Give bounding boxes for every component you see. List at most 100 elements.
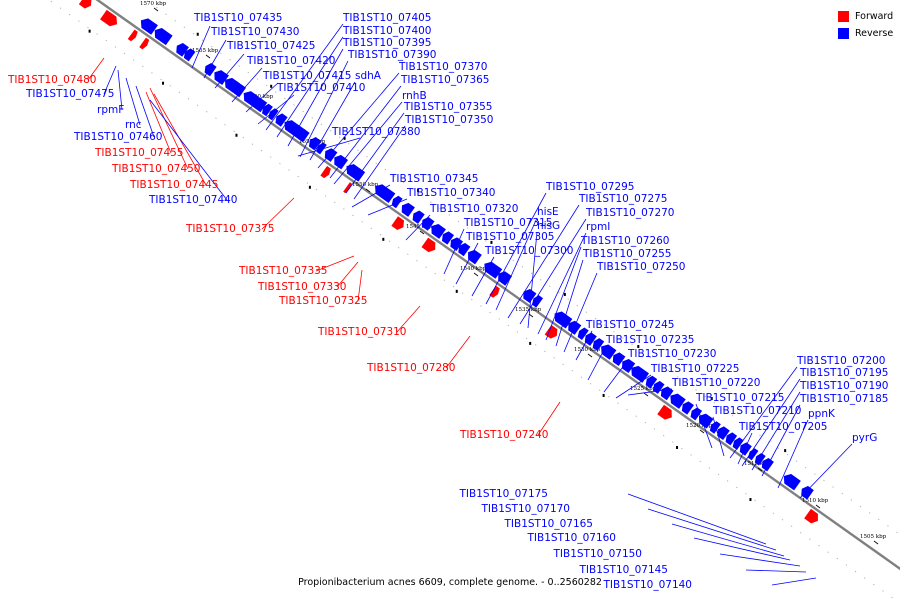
- gene-label: TIB1ST10_07255: [582, 248, 672, 260]
- leader-line: [647, 508, 777, 551]
- gene-label: TIB1ST10_07340: [406, 187, 496, 199]
- scale-tick-label: 1540 kbp: [460, 266, 487, 272]
- reverse-gene-feature: [652, 380, 665, 394]
- leader-line: [103, 65, 117, 95]
- reverse-gene-feature: [612, 352, 626, 367]
- leader-line: [575, 330, 593, 361]
- gene-label: TIB1ST10_07210: [712, 405, 802, 417]
- leader-line: [336, 261, 359, 288]
- scale-tick-label: 1560 kbp: [247, 94, 274, 100]
- gene-label: TIB1ST10_07420: [246, 55, 336, 67]
- leader-line: [485, 192, 547, 305]
- gene-label: TIB1ST10_07405: [342, 12, 432, 24]
- gene-label: TIB1ST10_07195: [799, 367, 889, 379]
- forward-gene-feature: [804, 508, 818, 524]
- reverse-gene-feature: [252, 97, 268, 113]
- leader-line: [537, 232, 587, 335]
- gene-label: sdhA: [355, 70, 382, 82]
- gene-label: rnhB: [402, 90, 427, 102]
- scale-tick-mark: [205, 54, 211, 59]
- leader-line: [353, 125, 406, 200]
- gene-label: TIB1ST10_07140: [603, 579, 693, 591]
- gene-labels: TIB1ST10_07435TIB1ST10_07430TIB1ST10_074…: [7, 12, 889, 591]
- gene-label: TIB1ST10_07395: [342, 37, 432, 49]
- gene-label: TIB1ST10_07480: [7, 74, 97, 86]
- gene-label: TIB1ST10_07330: [257, 281, 347, 293]
- reverse-gene-feature: [391, 195, 403, 209]
- gene-label: pyrG: [852, 432, 877, 444]
- gene-label: TIB1ST10_07375: [185, 223, 275, 235]
- leader-line: [317, 72, 400, 169]
- gene-label: TIB1ST10_07220: [671, 377, 761, 389]
- leader-line: [351, 184, 391, 208]
- reverse-gene-feature: [670, 393, 686, 409]
- gene-label: TIB1ST10_07270: [585, 207, 675, 219]
- leader-line: [712, 416, 725, 457]
- reverse-gene-feature: [458, 242, 471, 257]
- gene-label: TIB1ST10_07320: [429, 203, 519, 215]
- reverse-gene-feature: [176, 43, 189, 57]
- scale-tick-mark: [643, 392, 649, 397]
- scale-tick-mark: [153, 7, 159, 12]
- scale-tick-label: 1510 kbp: [802, 498, 829, 504]
- gene-label: TIB1ST10_07430: [210, 26, 300, 38]
- reverse-gene-feature: [140, 18, 158, 35]
- scale-tick-mark: [699, 429, 705, 434]
- reverse-gene-feature: [441, 231, 455, 245]
- forward-gene-feature: [489, 285, 500, 298]
- guide-mark: [749, 498, 752, 502]
- leader-line: [603, 359, 629, 393]
- leader-line: [495, 217, 538, 311]
- gene-label: TIB1ST10_07345: [389, 173, 479, 185]
- gene-label: TIB1ST10_07250: [596, 261, 686, 273]
- reverse-gene-feature: [592, 338, 605, 352]
- forward-gene-feature: [139, 37, 150, 50]
- gene-label: TIB1ST10_07310: [317, 326, 407, 338]
- leader-line: [443, 228, 465, 275]
- leader-line: [527, 231, 538, 329]
- guide-mark: [710, 397, 713, 401]
- scale-tick-mark: [587, 353, 593, 358]
- leader-line: [627, 388, 673, 396]
- scale-tick-label: 1530 kbp: [574, 347, 601, 353]
- leader-line: [693, 537, 791, 561]
- reverse-gene-feature: [709, 421, 721, 434]
- scale-tick-label: 1550 kbp: [352, 182, 379, 188]
- reverse-gene-feature: [577, 327, 589, 341]
- leader-line: [297, 137, 361, 157]
- gene-label: hisE: [537, 206, 559, 218]
- reverse-gene-feature: [261, 103, 273, 117]
- gene-label: TIB1ST10_07295: [545, 181, 635, 193]
- leader-line: [445, 335, 471, 369]
- reverse-gene-feature: [717, 426, 730, 441]
- leader-line: [737, 432, 753, 465]
- forward-gene-feature: [391, 216, 405, 230]
- reverse-gene-feature: [297, 129, 310, 143]
- guide-mark: [637, 344, 640, 348]
- gene-label: TIB1ST10_07230: [627, 348, 717, 360]
- genome-backbone: [95, 0, 900, 571]
- leader-line: [627, 493, 767, 545]
- gene-label: TIB1ST10_07450: [111, 163, 201, 175]
- forward-gene-feature: [100, 9, 118, 27]
- gene-label: TIB1ST10_07355: [403, 101, 493, 113]
- gene-label: TIB1ST10_07160: [527, 532, 617, 544]
- reverse-gene-feature: [450, 237, 464, 252]
- leader-line: [145, 91, 172, 154]
- leader-line: [333, 101, 403, 185]
- scale-tick-mark: [473, 272, 479, 277]
- leader-line: [299, 60, 349, 158]
- reverse-gene-feature: [725, 432, 738, 446]
- reverse-gene-feature: [621, 358, 636, 374]
- gene-label: TIB1ST10_07365: [400, 74, 490, 86]
- scale-tick-mark: [757, 467, 763, 472]
- leader-line: [455, 242, 479, 285]
- reverse-gene-feature: [531, 295, 544, 308]
- gene-label: TIB1ST10_07145: [579, 564, 669, 576]
- gene-label: TIB1ST10_07335: [238, 265, 328, 277]
- leader-line: [761, 404, 801, 477]
- gene-label: TIB1ST10_07200: [796, 355, 886, 367]
- gene-label: TIB1ST10_07245: [585, 319, 675, 331]
- guide-mark: [455, 289, 458, 293]
- leader-line: [695, 403, 713, 449]
